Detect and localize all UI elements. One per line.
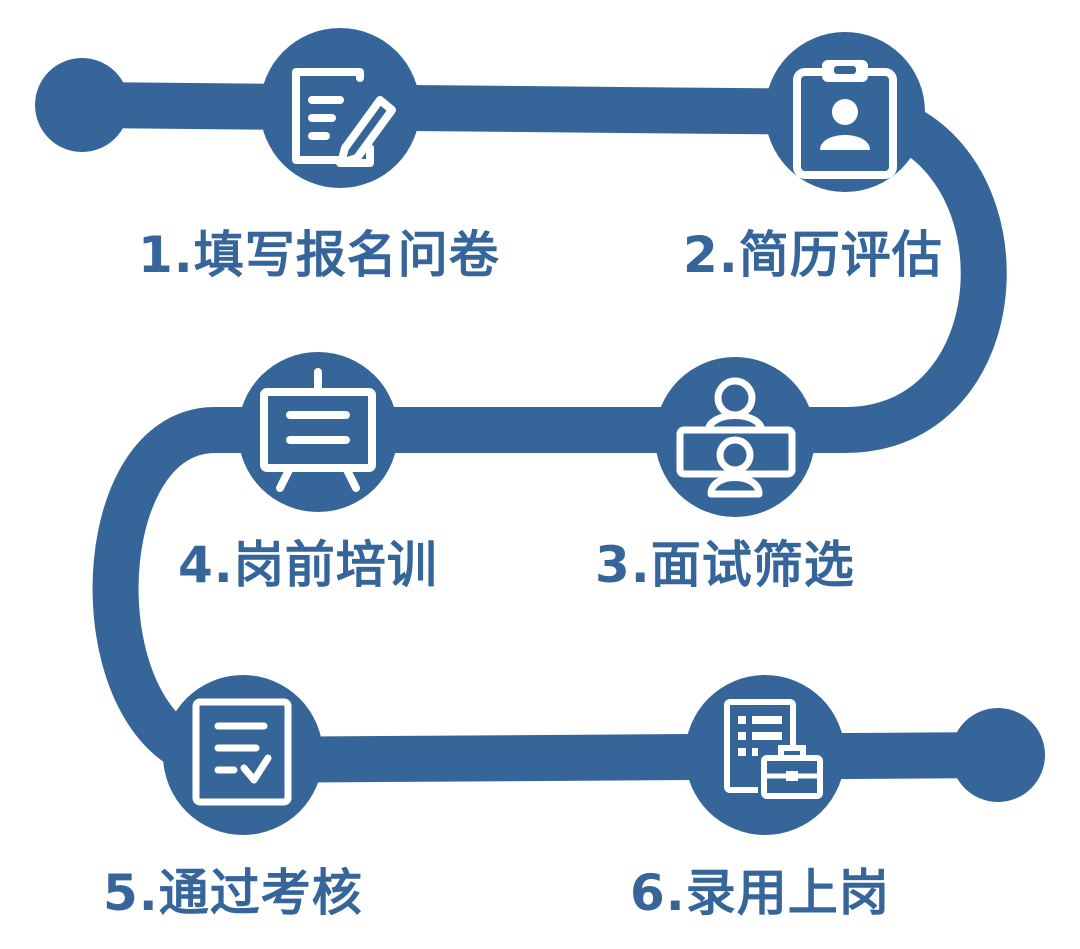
path-start-cap <box>35 58 129 152</box>
step-label-3: 3.面试筛选 <box>595 536 855 594</box>
clipboard-profile-icon <box>793 60 897 179</box>
form-edit-icon <box>292 68 396 167</box>
video-interview-icon <box>676 377 796 498</box>
step-label-4: 4.岗前培训 <box>178 536 438 594</box>
step-label-1: 1.填写报名问卷 <box>138 226 500 284</box>
step-label-6: 6.录用上岗 <box>630 864 890 922</box>
checklist-icon <box>192 698 292 806</box>
presentation-board-icon <box>260 368 376 492</box>
step-label-5: 5.通过考核 <box>103 864 363 922</box>
document-briefcase-icon <box>724 699 826 800</box>
path-end-cap <box>951 708 1045 802</box>
step-label-2: 2.简历评估 <box>683 226 943 284</box>
step-node-5 <box>163 675 323 835</box>
process-path <box>59 82 1023 783</box>
